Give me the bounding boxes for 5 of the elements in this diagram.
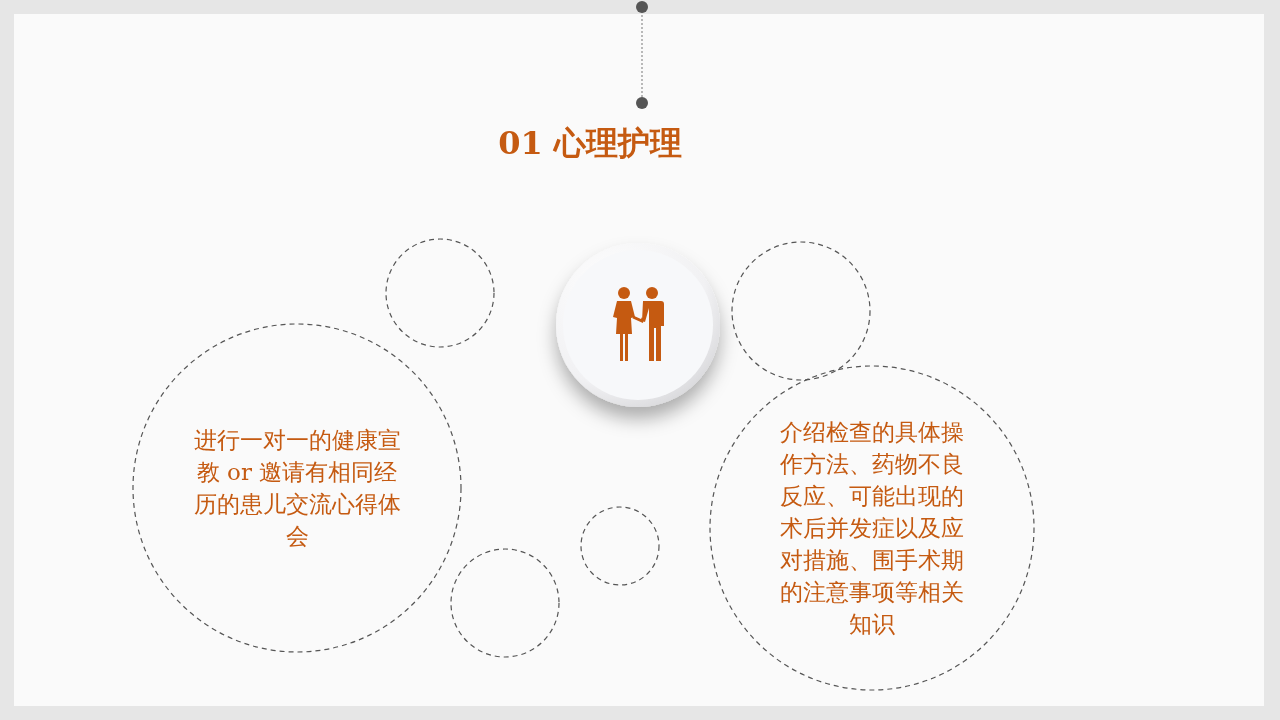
dashed-circle xyxy=(132,323,462,653)
description-text: 进行一对一的健康宣教 or 邀请有相同经历的患儿交流心得体会 xyxy=(192,426,402,551)
description-text: 介绍检查的具体操作方法、药物不良反应、可能出现的术后并发症以及应对措施、围手术期的注意事项等相关知识 xyxy=(779,418,965,639)
section-title: 01 心理护理 xyxy=(497,123,683,164)
dashed-circle xyxy=(709,365,1035,691)
